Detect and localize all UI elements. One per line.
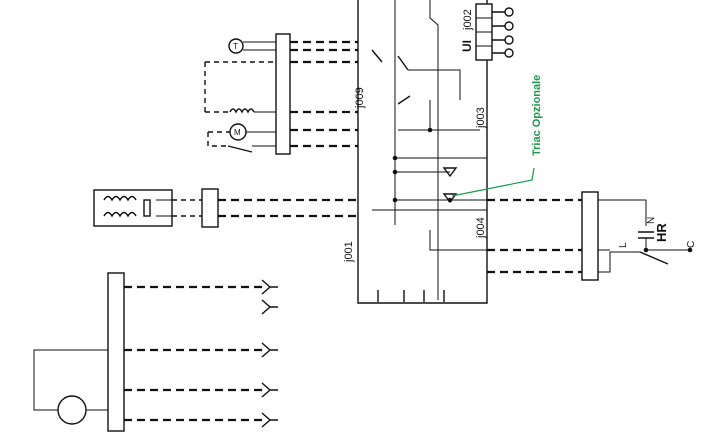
ui-label: UI [460,40,474,52]
terminal-block-lower [33,272,278,432]
drive-motor-icon [57,395,87,425]
terminal-l-label: L [618,242,629,248]
terminal-c-label: C [686,241,697,248]
triac-annotation-leader [451,167,535,197]
ui-terminal-4-icon [504,48,514,58]
connector-j001-label: j001 [343,241,355,263]
connector-j004-label: j004 [475,217,487,239]
ui-connector-block [475,3,514,61]
hr-connector [487,191,693,281]
control-board [357,0,488,304]
timer-icon [228,38,244,54]
terminal-n-label: N [646,217,657,224]
connector-j002-label: j002 [462,9,474,31]
ui-terminal-2-icon [504,21,514,31]
triac-annotation-label: Triac Opzionale [531,75,543,156]
hr-label: HR [654,223,669,242]
connector-j003-label: j003 [475,107,487,129]
timer-label: T [233,42,238,51]
ui-terminal-3-icon [504,35,514,45]
heater-assembly [93,188,358,228]
terminal-block-upper [204,33,358,155]
connector-j009-label: j009 [354,87,366,109]
ui-terminal-1-icon [504,7,514,17]
small-motor-label: M [234,128,241,137]
